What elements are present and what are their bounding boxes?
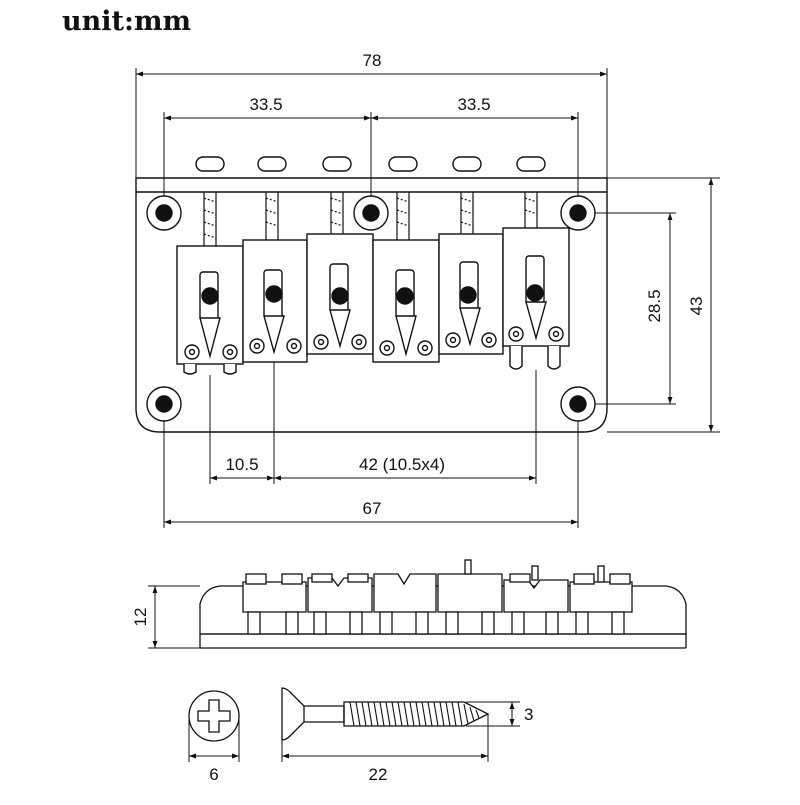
phillips-cross-icon: [197, 699, 231, 733]
dim-screw-shank: 3: [524, 705, 533, 724]
dim-screw-length: 22: [369, 765, 388, 784]
string-slot: [257, 156, 287, 172]
saddle: [502, 227, 570, 370]
side-saddles: [242, 559, 633, 635]
screw-thread: [343, 701, 490, 727]
string-slots: [195, 156, 546, 172]
dim-half-span-left: 33.5: [249, 95, 282, 114]
string-slot: [452, 156, 482, 172]
screw-head-view: [188, 690, 240, 742]
spring: [396, 192, 410, 240]
side-view-dimensions: [148, 585, 200, 649]
dim-saddle-span: 42 (10.5x4): [359, 455, 445, 474]
dim-half-span-right: 33.5: [457, 95, 490, 114]
side-saddle: [307, 573, 373, 635]
mounting-hole: [146, 195, 182, 231]
side-saddle: [569, 565, 633, 635]
spring: [524, 192, 538, 228]
dim-overall-height: 43: [687, 297, 706, 316]
dim-side-height: 12: [131, 608, 150, 627]
top-view-dimensions: [135, 68, 720, 528]
dim-saddle-pitch: 10.5: [225, 455, 258, 474]
screw-head-profile: [281, 687, 305, 741]
screw-side-view: [281, 687, 490, 741]
string-slot: [322, 156, 352, 172]
top-view: [135, 156, 608, 433]
screw-thread-ridges: [349, 701, 480, 727]
saddle: [372, 239, 440, 363]
spring: [203, 192, 217, 248]
string-slot: [195, 156, 225, 172]
dim-hole-horizontal: 67: [363, 499, 382, 518]
dim-screw-head: 6: [209, 765, 218, 784]
mounting-hole: [560, 195, 596, 231]
saddles: [176, 227, 570, 375]
mounting-hole: [146, 386, 182, 422]
spring: [460, 192, 474, 234]
top-view-labels: 78 33.5 33.5 28.5 43 10.5 42 (10.5x4) 67: [225, 51, 706, 518]
saddle: [306, 233, 374, 355]
saddle: [438, 233, 504, 355]
screw-dimensions: [281, 701, 520, 762]
side-saddle: [437, 559, 503, 635]
saddle: [176, 245, 244, 375]
mounting-hole: [560, 386, 596, 422]
saddle: [242, 239, 308, 363]
side-saddle: [373, 573, 437, 635]
side-base: [199, 585, 687, 635]
spring: [330, 192, 344, 234]
dim-hole-vertical: 28.5: [645, 289, 664, 322]
screw-shank: [304, 705, 345, 723]
side-view: [199, 559, 687, 649]
mounting-hole: [353, 195, 389, 231]
string-slot: [516, 156, 546, 172]
dim-overall-width: 78: [363, 51, 382, 70]
side-saddle: [242, 573, 307, 635]
side-saddle: [503, 565, 569, 635]
intonation-springs: [203, 192, 538, 248]
spring: [265, 192, 279, 240]
screw-head-dimension: [188, 716, 240, 762]
unit-label: unit:mm: [62, 6, 192, 37]
string-slot: [388, 156, 418, 172]
base-plate: [135, 177, 608, 433]
